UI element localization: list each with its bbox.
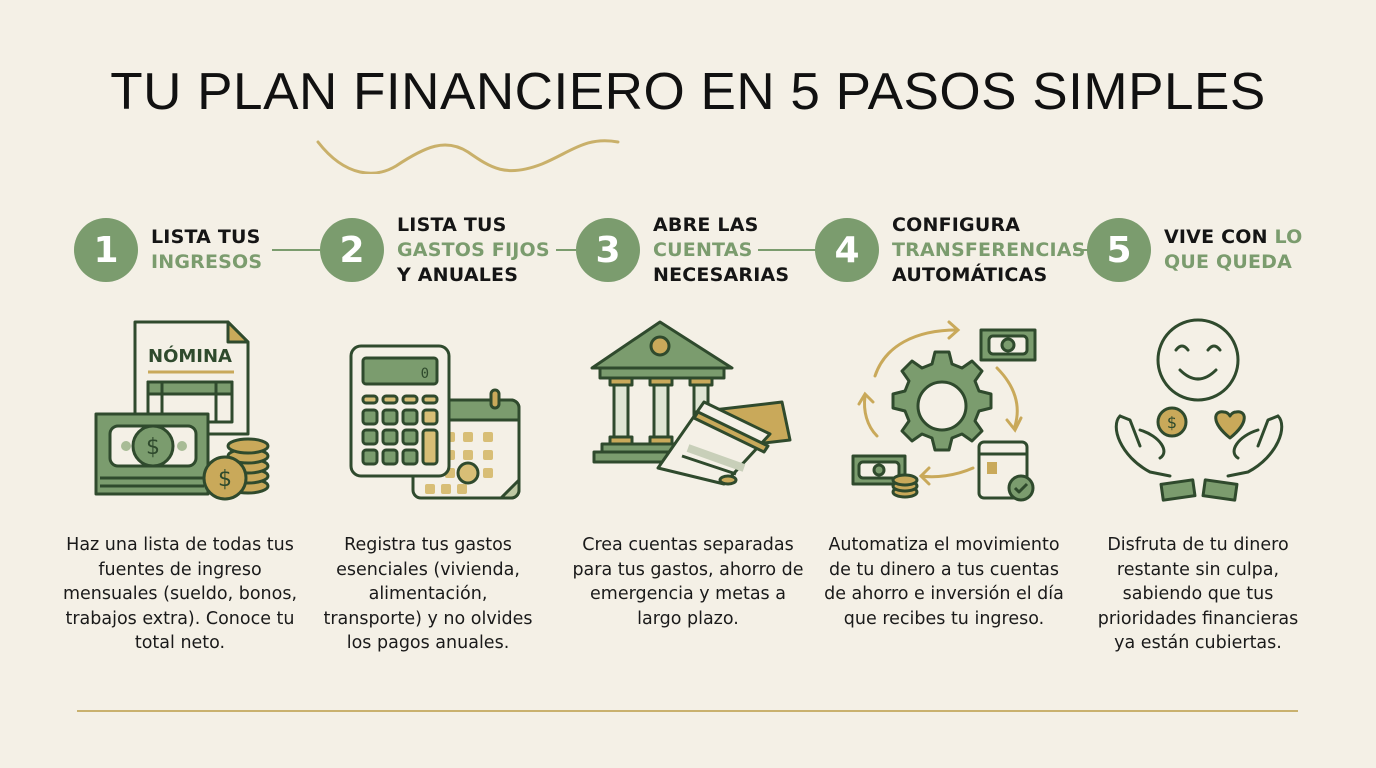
- step-4-description: Automatiza el movimiento de tu dinero a …: [824, 535, 1064, 629]
- connector-3-4: [758, 249, 816, 251]
- step-3-description: Crea cuentas separadas para tus gastos, …: [572, 535, 804, 629]
- step-heading: CONFIGURA TRANSFERENCIAS AUTOMÁTICAS: [892, 213, 1086, 286]
- step-2-header: 2 LISTA TUS GASTOS FIJOS Y ANUALES: [320, 212, 550, 288]
- step-number-badge: 2: [320, 218, 384, 282]
- connector-2-3: [556, 249, 576, 251]
- step-2-description: Registra tus gastos esenciales (vivienda…: [323, 535, 533, 653]
- step-number-badge: 4: [815, 218, 879, 282]
- step-4-header: 4 CONFIGURA TRANSFERENCIAS AUTOMÁTICAS: [815, 212, 1086, 288]
- step-number-badge: 1: [74, 218, 138, 282]
- svg-text:$: $: [218, 467, 232, 492]
- step-1-header: 1 LISTA TUS INGRESOS: [74, 212, 262, 288]
- payroll-cash-coins-icon: NÓMINA $ $: [94, 320, 270, 501]
- step-1-description: Haz una lista de todas tus fuentes de in…: [62, 535, 298, 653]
- svg-text:$: $: [146, 435, 160, 460]
- svg-text:$: $: [1167, 413, 1177, 432]
- bank-cards-icon: [590, 320, 792, 486]
- bottom-divider: [77, 710, 1298, 712]
- step-heading: LISTA TUS INGRESOS: [151, 226, 263, 273]
- step-5-description: Disfruta de tu dinero restante sin culpa…: [1097, 535, 1299, 653]
- step-number-badge: 3: [576, 218, 640, 282]
- step-heading: VIVE CON LO QUE QUEDA: [1164, 226, 1303, 273]
- smile-hands-heart-icon: $: [1114, 318, 1284, 502]
- svg-text:NÓMINA: NÓMINA: [148, 345, 232, 367]
- connector-1-2: [272, 249, 320, 251]
- step-5-header: 5 VIVE CON LO QUE QUEDA: [1087, 212, 1302, 288]
- page-title: TU PLAN FINANCIERO EN 5 PASOS SIMPLES: [110, 63, 1266, 121]
- svg-text:0: 0: [421, 366, 429, 382]
- calculator-calendar-icon: 0: [349, 344, 521, 500]
- step-number-badge: 5: [1087, 218, 1151, 282]
- step-heading: ABRE LAS CUENTAS NECESARIAS: [653, 213, 790, 286]
- decorative-wave: [316, 139, 620, 174]
- connector-4-5: [1074, 249, 1088, 251]
- step-heading: LISTA TUS GASTOS FIJOS Y ANUALES: [397, 213, 550, 286]
- gear-cycle-transfer-icon: [851, 320, 1037, 502]
- step-3-header: 3 ABRE LAS CUENTAS NECESARIAS: [576, 212, 789, 288]
